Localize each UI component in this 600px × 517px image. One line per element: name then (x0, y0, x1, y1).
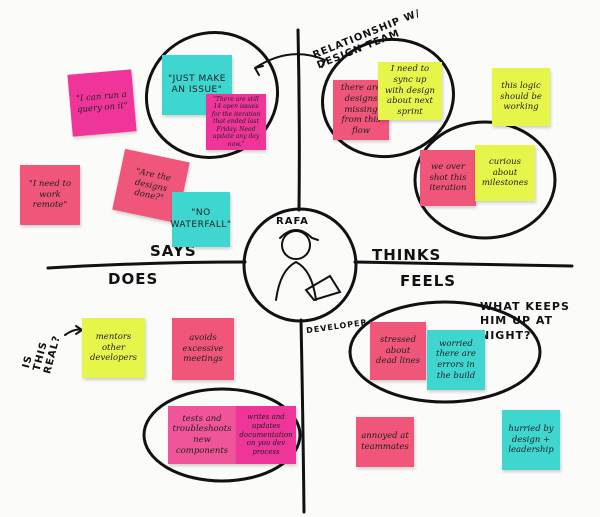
cluster-circle-iteration (413, 120, 557, 240)
quadrant-label-does: DOES (108, 270, 159, 288)
horizontal-axis-line (46, 260, 574, 270)
sticky-note: tests and troubleshoots new components (168, 406, 236, 464)
sticky-note: "There are still 14 open issues for the … (206, 94, 266, 150)
center-circle (242, 207, 358, 323)
sticky-note: worried there are errors in the build (427, 330, 485, 390)
sticky-note: writes and updates documentation on you … (236, 406, 296, 464)
cluster-circle-says (144, 31, 280, 159)
sticky-note: "I can run a query on it" (67, 69, 137, 137)
persona-name: RAFA (276, 216, 309, 227)
sticky-note: "I need to work remote" (20, 165, 80, 225)
sticky-note: this logic should be working (492, 68, 550, 126)
arrow-icon (254, 53, 326, 76)
cluster-circle-does (142, 387, 302, 483)
sticky-note: we over shot this iteration (420, 150, 476, 206)
cluster-circle-feels (348, 300, 542, 404)
developer-sketch-icon (275, 229, 342, 302)
annotation-what-keeps-him-up: WHAT KEEPS HIM UP AT NIGHT? (480, 300, 570, 342)
sticky-note: I need to sync up with design about next… (378, 62, 442, 120)
sticky-note: hurried by design + leadership (502, 410, 560, 470)
sticky-note: mentors other developers (82, 318, 145, 378)
sticky-note: "NO WATERFALL" (171, 192, 231, 247)
vertical-axis-line (296, 28, 306, 514)
quadrant-label-thinks: THINKS (372, 246, 442, 264)
sticky-note: curious about milestones (475, 145, 535, 201)
arrow-icon (64, 325, 83, 336)
sticky-note: avoids excessive meetings (172, 318, 234, 380)
sticky-note: stressed about dead lines (370, 322, 426, 380)
sticky-note: annoyed at teammates (356, 417, 414, 467)
quadrant-label-feels: FEELS (400, 272, 457, 290)
cluster-circle-design (321, 37, 455, 159)
